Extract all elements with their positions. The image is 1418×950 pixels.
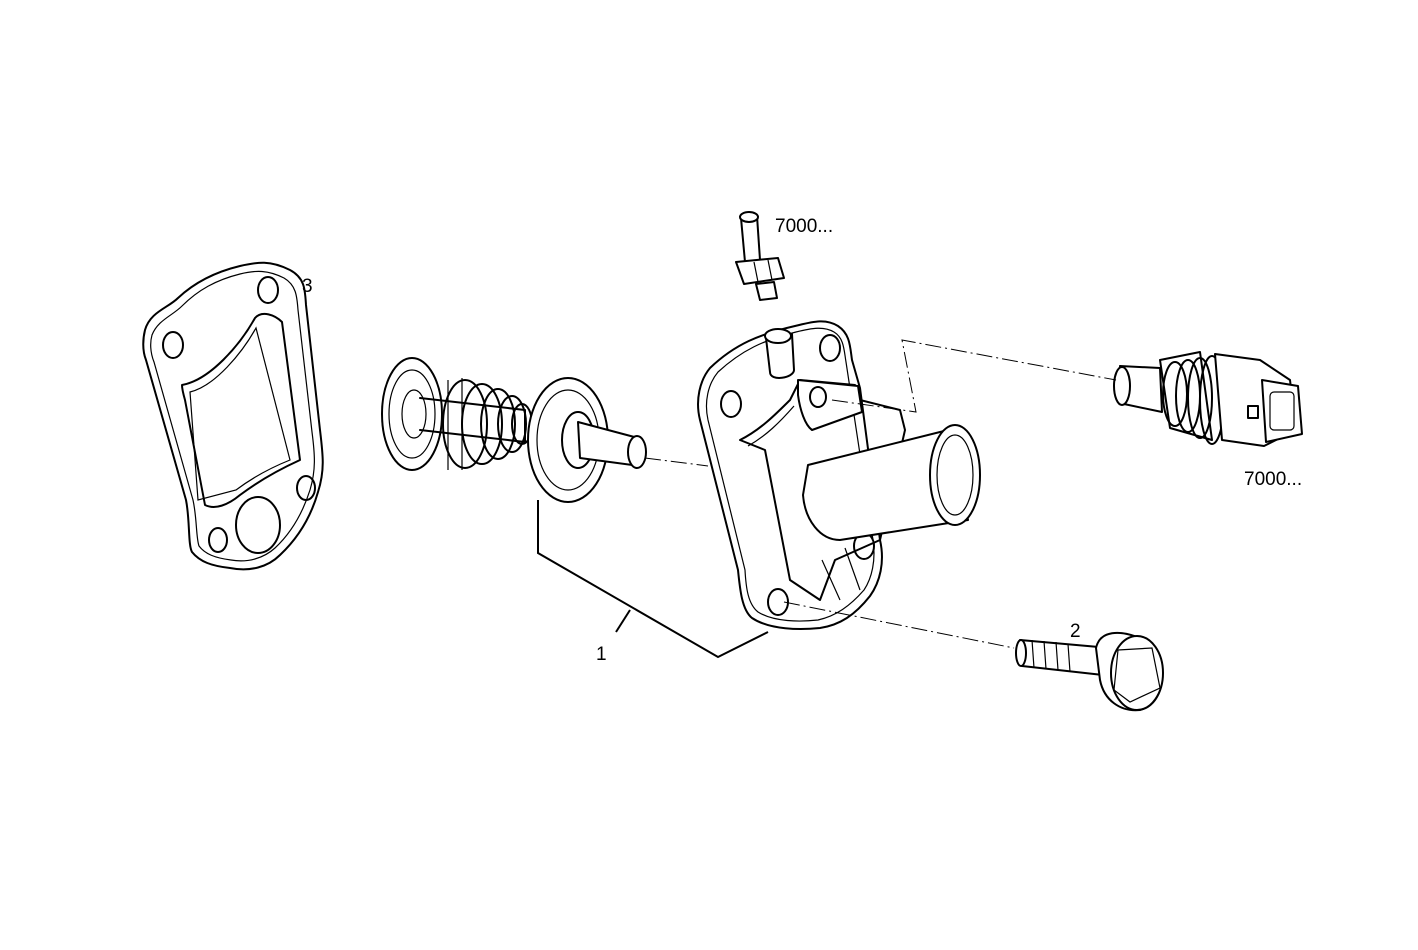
- callout-temp-sender-top: 7000...: [775, 216, 834, 237]
- callout-temp-sensor-right: 7000...: [1244, 469, 1303, 490]
- leader-line-thermostat: [537, 500, 769, 659]
- thermostat-part[interactable]: [381, 357, 647, 503]
- callout-thermostat: 1: [596, 644, 607, 665]
- callout-bolt: 2: [1070, 621, 1081, 642]
- leader-tick-1: [615, 609, 631, 633]
- assembly-line-sensor: [831, 339, 1117, 413]
- bolt-part[interactable]: [1015, 631, 1164, 712]
- temp-sender-top-part[interactable]: [735, 211, 785, 301]
- assembly-line-thermostat: [644, 457, 709, 467]
- assembly-line-bolt: [783, 601, 1015, 649]
- gasket-part[interactable]: [142, 261, 324, 571]
- thermostat-housing-part[interactable]: [697, 320, 981, 630]
- callout-gasket: 3: [302, 276, 313, 297]
- temp-sensor-right-part[interactable]: [1113, 351, 1303, 447]
